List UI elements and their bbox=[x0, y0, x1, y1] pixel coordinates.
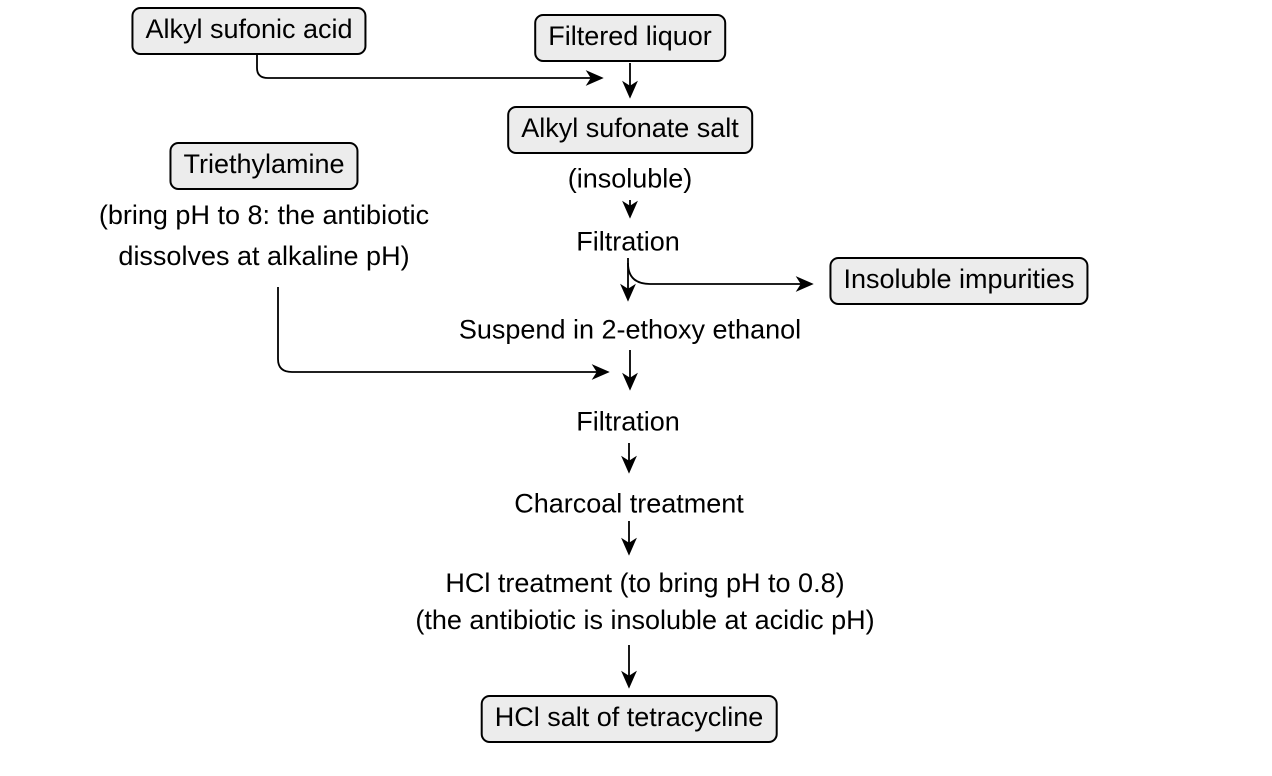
label-charcoal-treatment: Charcoal treatment bbox=[514, 488, 744, 519]
node-filtered-liquor: Filtered liquor bbox=[534, 14, 726, 62]
node-hcl-salt-of-tetracycline: HCl salt of tetracycline bbox=[480, 695, 778, 743]
node-triethylamine: Triethylamine bbox=[169, 142, 359, 190]
label-triethylamine-note-line2: dissolves at alkaline pH) bbox=[118, 241, 410, 271]
label-suspend-step: Suspend in 2-ethoxy ethanol bbox=[458, 314, 802, 345]
label-hcl-treatment-line1: HCl treatment (to bring pH to 0.8) bbox=[445, 568, 845, 598]
node-alkyl-sufonate-salt: Alkyl sufonate salt bbox=[507, 106, 753, 154]
edge-filtration1-to-insoluble-impurities bbox=[627, 262, 814, 292]
label-triethylamine-note: (bring pH to 8: the antibiotic dissolves… bbox=[99, 195, 429, 277]
node-alkyl-sufonic-acid: Alkyl sufonic acid bbox=[131, 7, 367, 55]
label-filtration-2: Filtration bbox=[576, 406, 680, 437]
label-insoluble-note: (insoluble) bbox=[567, 163, 693, 194]
label-filtration-1: Filtration bbox=[576, 226, 680, 257]
node-insoluble-impurities: Insoluble impurities bbox=[829, 257, 1089, 305]
label-hcl-treatment: HCl treatment (to bring pH to 0.8) (the … bbox=[415, 565, 874, 639]
label-triethylamine-note-line1: (bring pH to 8: the antibiotic bbox=[98, 200, 430, 230]
label-hcl-treatment-line2: (the antibiotic is insoluble at acidic p… bbox=[415, 605, 875, 635]
